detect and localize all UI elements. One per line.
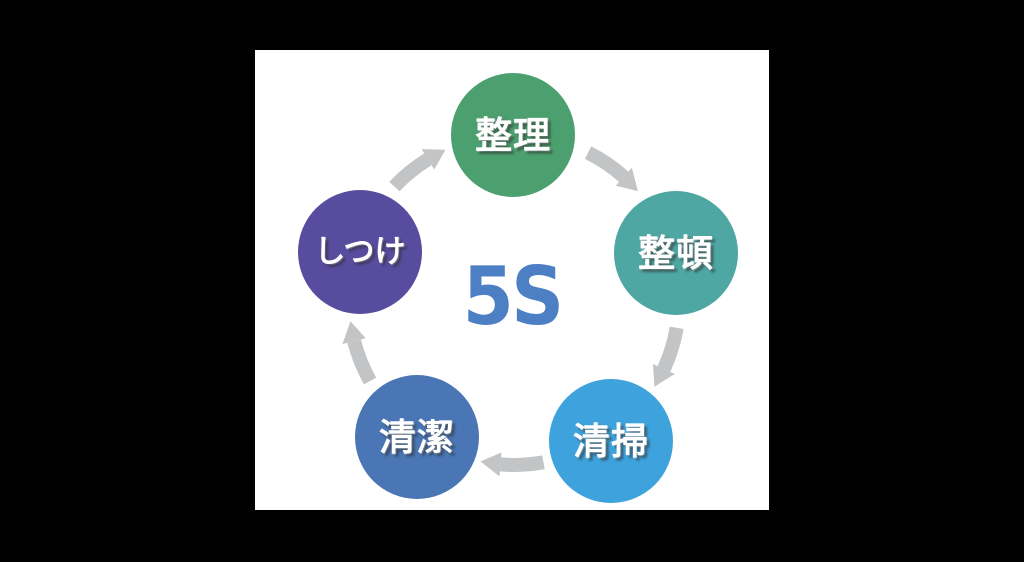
circle-seiri: 整理 xyxy=(451,73,575,197)
circle-seiton: 整頓 xyxy=(614,191,738,315)
circle-seiketsu: 清潔 xyxy=(355,375,479,499)
circle-shitsuke: しつけ xyxy=(298,190,422,314)
5s-cycle-panel: 整理 整頓 清掃 清潔 しつけ 5S xyxy=(255,50,769,510)
circle-seisou-label: 清掃 xyxy=(573,419,649,463)
arrow-shitsuke-to-seiri-icon xyxy=(389,149,446,192)
circle-seiri-label: 整理 xyxy=(475,113,551,157)
circle-seiketsu-label: 清潔 xyxy=(379,415,455,459)
circle-shitsuke-label: しつけ xyxy=(314,233,406,270)
arrow-seiton-to-seisou-icon xyxy=(653,326,684,387)
center-5s-title: 5S xyxy=(462,250,564,343)
arrow-seiri-to-seiton-icon xyxy=(584,146,638,192)
arrow-seiketsu-to-shitsuke-icon xyxy=(342,321,377,385)
circle-seiton-label: 整頓 xyxy=(638,231,714,275)
arrow-seisou-to-seiketsu-icon xyxy=(480,452,545,477)
cycle-arrows-layer xyxy=(342,146,684,477)
circle-seisou: 清掃 xyxy=(549,379,673,503)
